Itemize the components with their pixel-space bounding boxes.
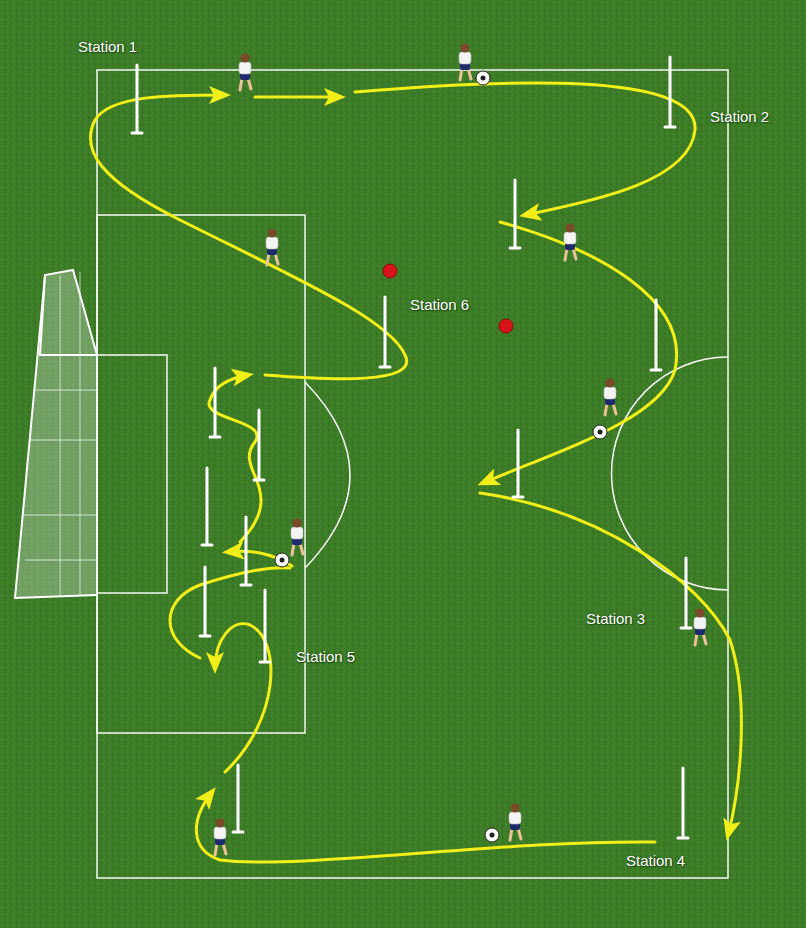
player-head [461,44,470,53]
player-shirt [266,237,278,249]
player [604,379,616,416]
player-head [216,819,225,828]
run-path [90,83,741,862]
red-marker [383,264,513,333]
player [239,54,251,91]
player-shirt [694,617,706,629]
player-shirt [509,812,521,824]
player-head [696,609,705,618]
station-label: Station 6 [410,296,469,313]
player [564,224,576,261]
goal [15,270,97,598]
player [214,819,226,856]
station-label: Station 2 [710,108,769,125]
player [694,609,706,646]
player [459,44,471,81]
station-label: Station 5 [296,648,355,665]
player [291,519,303,556]
player-shirt [604,387,616,399]
player-head [566,224,575,233]
pole [132,57,691,838]
station-label: Station 1 [78,38,137,55]
player-shirt [214,827,226,839]
player-head [293,519,302,528]
player [509,804,521,841]
player [266,229,278,266]
player-shirt [239,62,251,74]
player-head [268,229,277,238]
station-label: Station 4 [626,852,685,869]
station-label: Station 3 [586,610,645,627]
player-shirt [459,52,471,64]
ball [275,71,607,842]
player-shirt [291,527,303,539]
player [214,44,706,856]
player-head [511,804,520,813]
player-head [241,54,250,63]
player-shirt [564,232,576,244]
player-head [606,379,615,388]
